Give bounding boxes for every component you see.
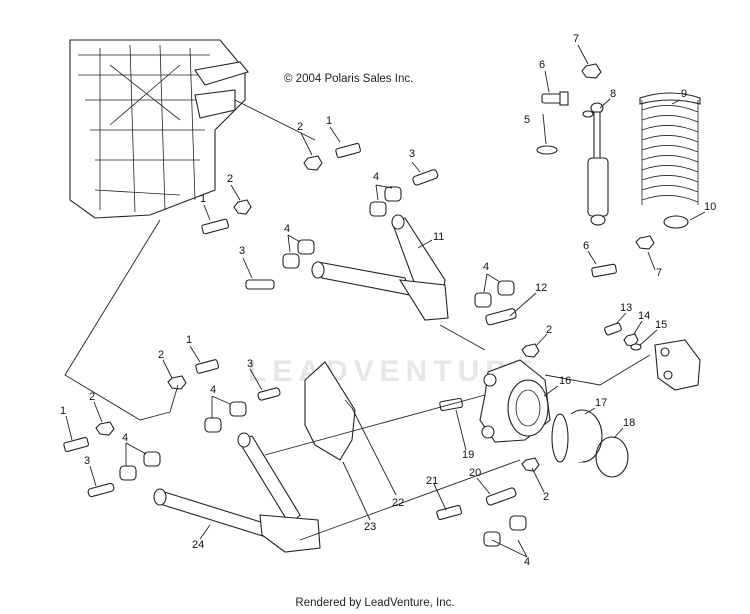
callout-1-c: 1 (186, 334, 192, 346)
upper-a-arm (311, 214, 449, 321)
callout-18: 18 (623, 417, 635, 429)
brake-caliper (604, 322, 701, 391)
callout-16: 16 (559, 375, 571, 387)
callout-11: 11 (433, 231, 444, 243)
lower-right-hardware (344, 343, 540, 547)
callout-7-b: 7 (656, 267, 662, 279)
upper-hardware (536, 63, 602, 155)
callout-15: 15 (655, 319, 667, 331)
callout-1-d: 1 (60, 405, 66, 417)
callout-4-e: 4 (210, 384, 216, 396)
callout-4-f: 4 (122, 432, 128, 444)
callout-23: 23 (364, 521, 376, 533)
callout-4-d: 4 (524, 556, 530, 568)
callout-13: 13 (620, 302, 632, 314)
callout-9: 9 (681, 88, 687, 100)
callout-19: 19 (462, 449, 474, 461)
frame-assembly (69, 39, 249, 219)
callout-20: 20 (469, 467, 481, 479)
callout-leaders (65, 44, 706, 558)
steering-knuckle (479, 359, 629, 478)
callout-1-b: 1 (200, 193, 206, 205)
callout-6-a: 6 (539, 59, 545, 71)
lower-a-arm (153, 432, 321, 553)
upper-bushings (245, 169, 517, 326)
frame-hardware (201, 142, 361, 235)
coil-spring (639, 92, 701, 229)
callout-3-d: 3 (84, 455, 90, 467)
callout-2-a: 2 (297, 121, 303, 133)
lower-left-hardware (63, 359, 281, 498)
callout-6-b: 6 (583, 240, 589, 252)
callout-3-c: 3 (247, 358, 253, 370)
callout-3-b: 3 (239, 245, 245, 257)
callout-21: 21 (426, 475, 438, 487)
callout-2-b: 2 (227, 173, 233, 185)
callout-22: 22 (392, 497, 404, 509)
callout-10: 10 (704, 201, 716, 213)
callout-12: 12 (535, 282, 547, 294)
shock-absorber (582, 102, 609, 226)
callout-labels: 1 2 3 4 11 1 2 3 4 4 12 5 6 7 8 9 10 6 7… (60, 33, 716, 568)
callout-14: 14 (638, 310, 650, 322)
callout-17: 17 (595, 397, 607, 409)
callout-4-b: 4 (284, 223, 290, 235)
copyright-text: © 2004 Polaris Sales Inc. (284, 73, 414, 85)
callout-2-c: 2 (546, 324, 552, 336)
callout-1-a: 1 (326, 115, 332, 127)
lower-shock-hardware (591, 235, 655, 278)
callout-3-a: 3 (409, 148, 415, 160)
callout-2-d: 2 (543, 491, 549, 503)
callout-7-a: 7 (573, 33, 579, 45)
footer-credit: Rendered by LeadVenture, Inc. (295, 597, 455, 609)
skid-plate (304, 361, 356, 461)
callout-2-f: 2 (89, 391, 95, 403)
callout-2-e: 2 (158, 349, 164, 361)
leader-lines (64, 99, 651, 541)
callout-5: 5 (524, 114, 530, 126)
callout-8: 8 (610, 88, 616, 100)
callout-4-a: 4 (373, 171, 379, 183)
callout-4-c: 4 (483, 261, 489, 273)
callout-24: 24 (192, 539, 204, 551)
